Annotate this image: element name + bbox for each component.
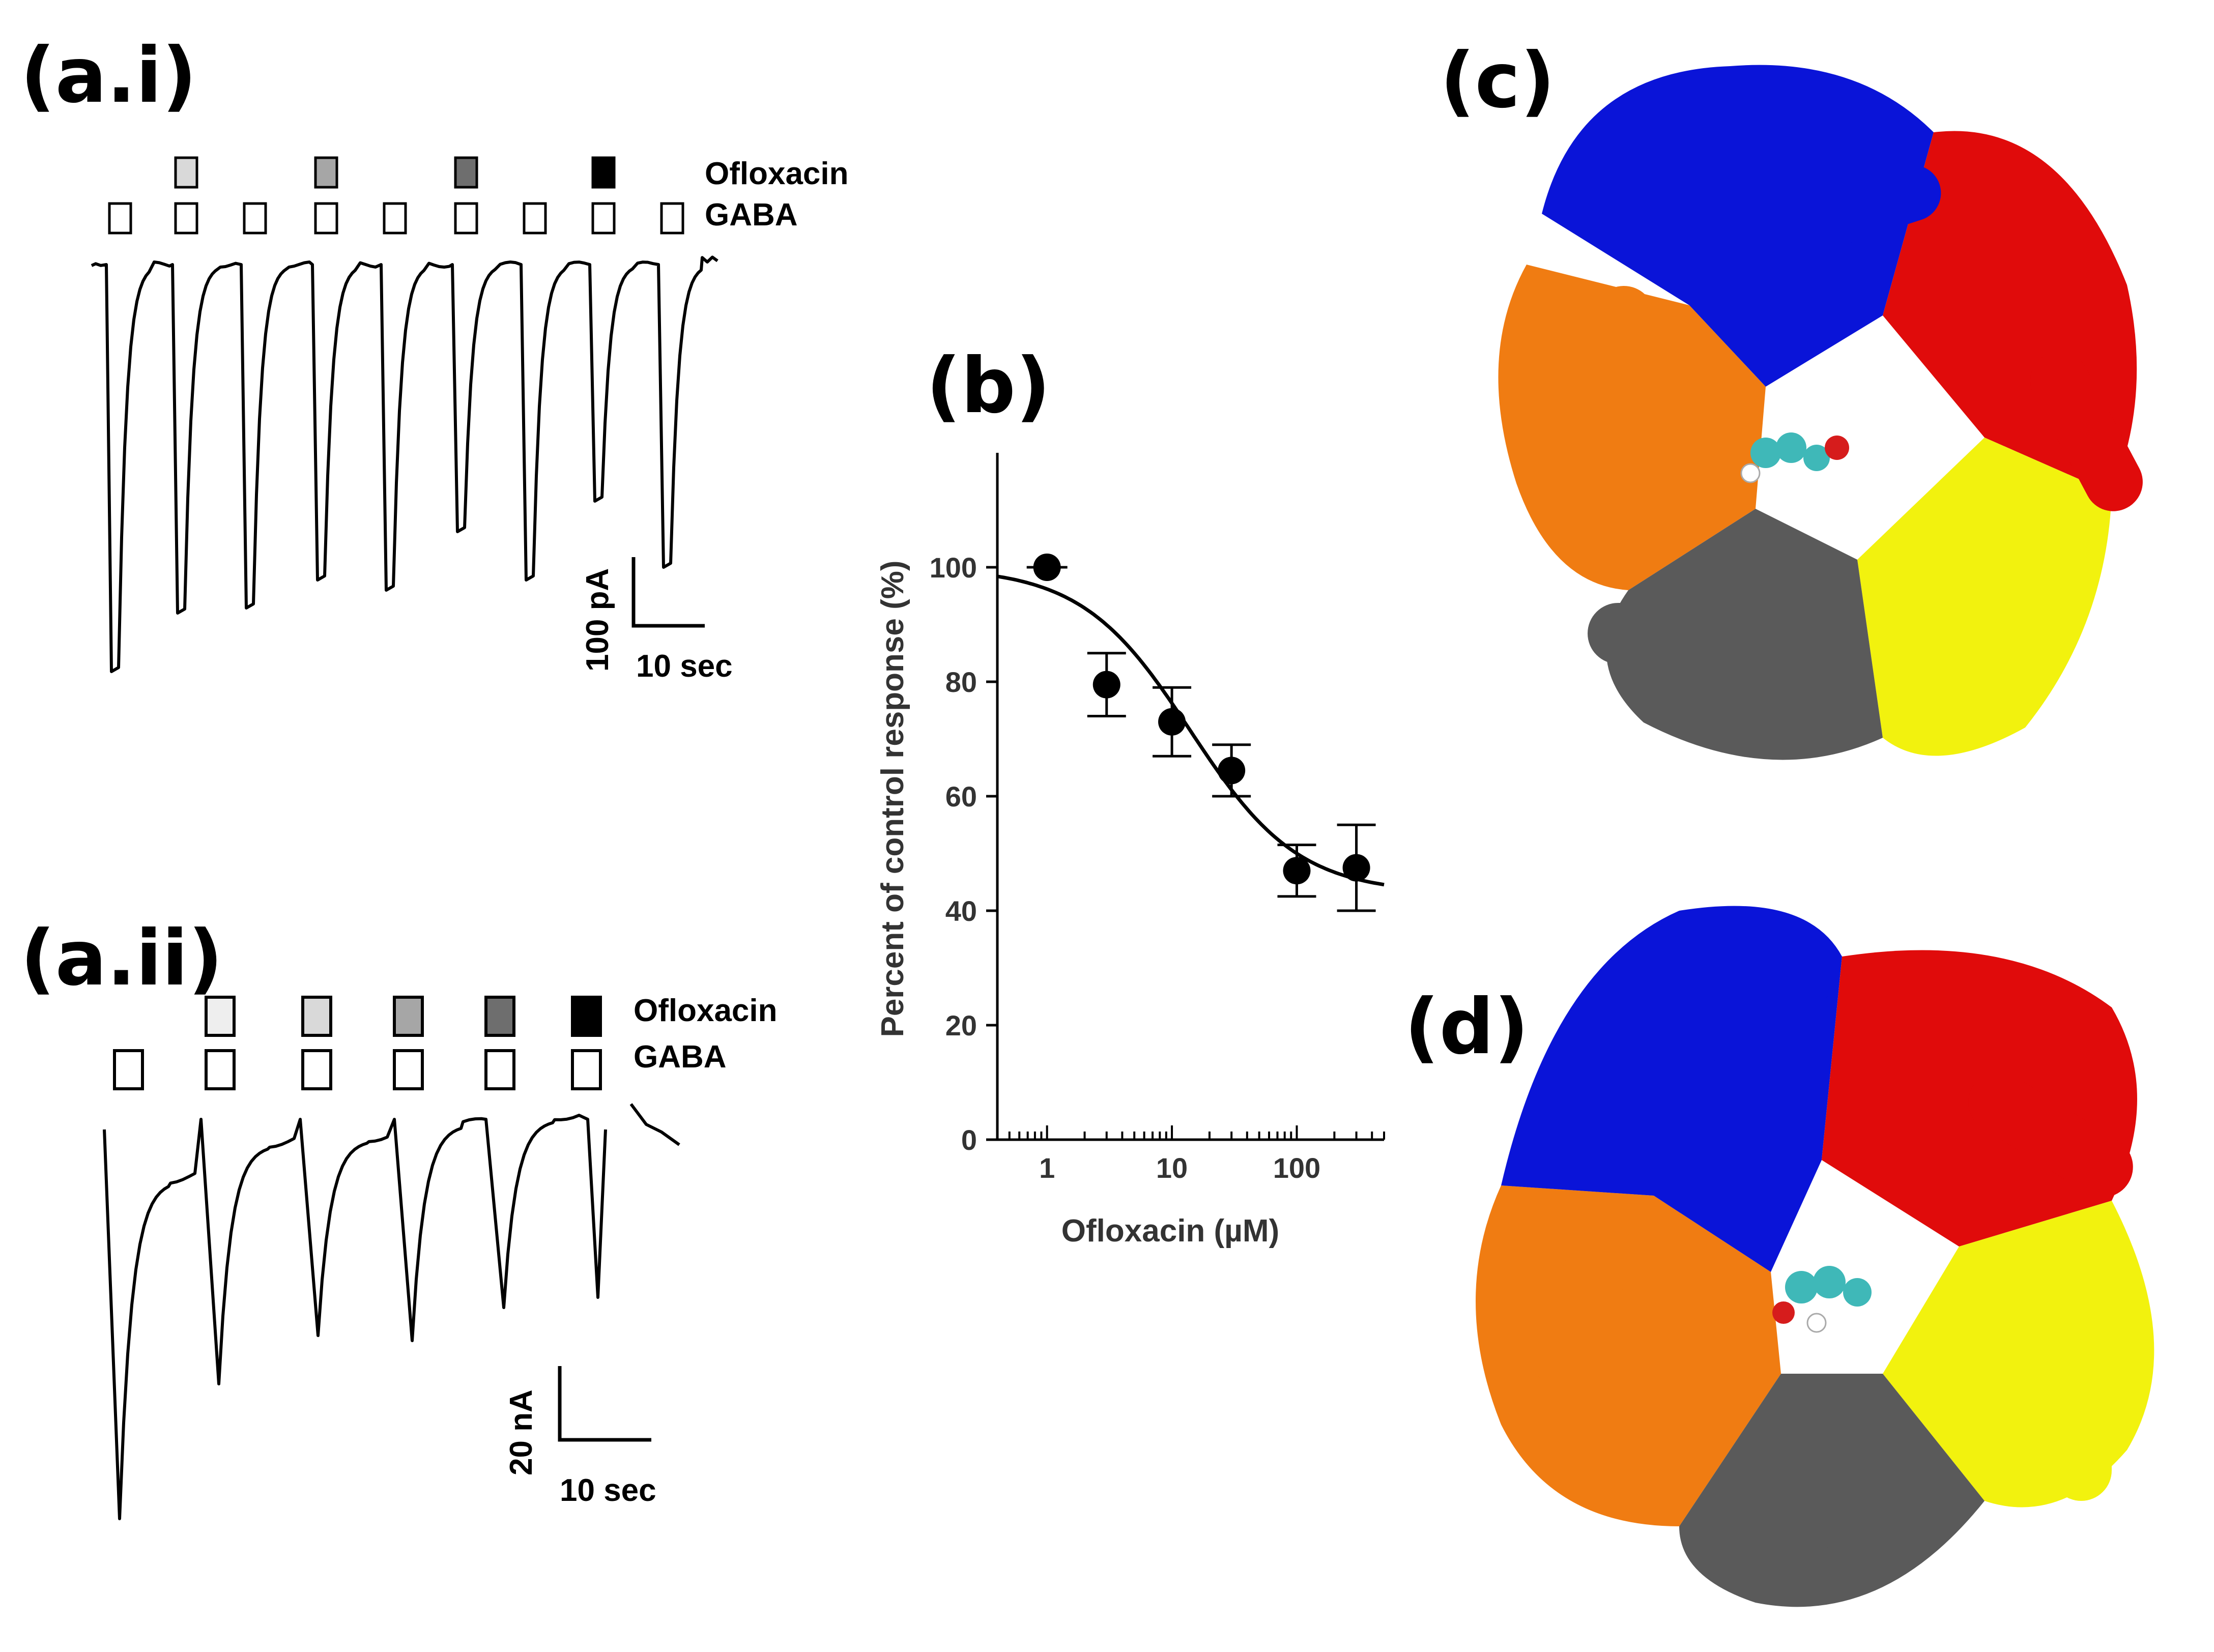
current-trace-a-i <box>91 255 718 673</box>
helix-orange-d <box>1530 1221 1635 1387</box>
gaba-marker <box>383 202 407 235</box>
ligand-c <box>1740 432 1849 483</box>
ofloxacin-marker <box>591 156 616 189</box>
panel-label-c: (c) <box>1440 37 1555 125</box>
helix-gray-d <box>1712 1472 1890 1573</box>
gaba-marker <box>591 202 616 235</box>
chart-ticks: 0 20 40 60 80 100 1 10 100 <box>930 552 1385 1184</box>
application-markers-a-ii <box>113 996 680 1146</box>
scale-x-label-a-i: 10 sec <box>636 649 733 684</box>
data-point <box>1092 671 1120 699</box>
data-point <box>1342 854 1370 882</box>
helix-yellow-d <box>2051 1308 2112 1501</box>
panel-label-a-ii: (a.ii) <box>20 914 223 1003</box>
ofloxacin-marker <box>484 996 515 1037</box>
ofloxacin-marker <box>393 996 424 1037</box>
current-trace-a-ii <box>103 1114 607 1520</box>
helix-blue-c <box>1773 165 1941 257</box>
panel-label-b: (b) <box>926 342 1050 430</box>
panel-d: (d) <box>1404 906 2154 1607</box>
gaba-marker <box>243 202 267 235</box>
data-points <box>1026 554 1376 912</box>
ligand-d <box>1772 1266 1872 1333</box>
data-point <box>1033 554 1061 581</box>
subunit-orange-d <box>1476 1185 1781 1526</box>
pentamer-structure-c <box>1498 65 2143 760</box>
scale-bar-a-i <box>631 557 705 628</box>
subunit-blue-c <box>1542 65 1934 387</box>
helix-gray-c <box>1588 603 1771 664</box>
gaba-marker <box>660 202 684 235</box>
panel-b: (b) 0 20 40 60 80 100 1 10 100 Ofloxacin (µM) Pe… <box>875 342 1385 1249</box>
panel-c: (c) <box>1440 37 2143 760</box>
helix-red-d <box>1968 1071 2133 1198</box>
x-tick-label: 1 <box>1039 1152 1055 1184</box>
ofloxacin-marker <box>301 996 332 1037</box>
ofloxacin-marker <box>205 996 236 1037</box>
trace-fragment-a-ii <box>629 1103 680 1146</box>
application-markers-a-i <box>108 156 684 235</box>
legend-gaba-a-ii: GABA <box>634 1039 727 1075</box>
scale-bar-a-ii <box>558 1366 651 1442</box>
fit-curve <box>997 574 1385 887</box>
legend-ofloxacin-a-i: Ofloxacin <box>705 156 849 191</box>
gaba-marker <box>454 202 478 235</box>
dose-response-chart: 0 20 40 60 80 100 1 10 100 Ofloxacin (µM) Percen… <box>875 453 1385 1249</box>
scale-y-label-a-ii: 20 nA <box>504 1389 539 1475</box>
helix-blue-d <box>1707 945 1834 1073</box>
panel-a-i: (a.i) Ofloxacin GABA 100 pA 10 sec <box>20 32 849 684</box>
gaba-marker <box>113 1049 144 1090</box>
ofloxacin-marker <box>174 156 198 189</box>
helix-orange-c <box>1593 285 1674 437</box>
y-tick-label: 40 <box>945 895 977 927</box>
gaba-marker <box>301 1049 332 1090</box>
y-axis-label: Percent of control response (%) <box>875 560 910 1037</box>
y-tick-label: 80 <box>945 666 977 698</box>
x-axis-label: Ofloxacin (µM) <box>1061 1213 1279 1249</box>
helix-red-c <box>2030 351 2143 511</box>
x-tick-label: 10 <box>1156 1152 1188 1184</box>
y-tick-label: 60 <box>945 780 977 813</box>
scale-y-label-a-i: 100 pA <box>580 568 615 672</box>
gaba-marker <box>174 202 198 235</box>
ofloxacin-marker <box>314 156 338 189</box>
scale-x-label-a-ii: 10 sec <box>560 1473 656 1508</box>
legend-gaba-a-i: GABA <box>705 197 798 233</box>
x-tick-label: 100 <box>1273 1152 1320 1184</box>
panel-label-a-i: (a.i) <box>20 32 197 120</box>
data-point <box>1218 757 1246 785</box>
ofloxacin-marker <box>571 996 602 1037</box>
ofloxacin-marker <box>454 156 478 189</box>
gaba-marker <box>571 1049 602 1090</box>
y-tick-label: 20 <box>945 1009 977 1041</box>
gaba-marker <box>523 202 547 235</box>
chart-axes <box>996 453 1384 1141</box>
helix-yellow-c <box>1897 570 2000 748</box>
panel-a-ii: (a.ii) Ofloxacin GABA 20 nA 10 sec <box>20 914 778 1520</box>
gaba-marker <box>484 1049 515 1090</box>
data-point <box>1283 857 1311 885</box>
y-tick-label: 0 <box>961 1124 977 1156</box>
gaba-marker <box>205 1049 236 1090</box>
gaba-marker <box>393 1049 424 1090</box>
data-point <box>1158 708 1186 736</box>
panel-label-d: (d) <box>1404 983 1529 1071</box>
legend-ofloxacin-a-ii: Ofloxacin <box>634 993 778 1028</box>
gaba-marker <box>108 202 132 235</box>
pentamer-structure-d <box>1476 906 2154 1607</box>
y-tick-label: 100 <box>930 552 977 584</box>
gaba-marker <box>314 202 338 235</box>
